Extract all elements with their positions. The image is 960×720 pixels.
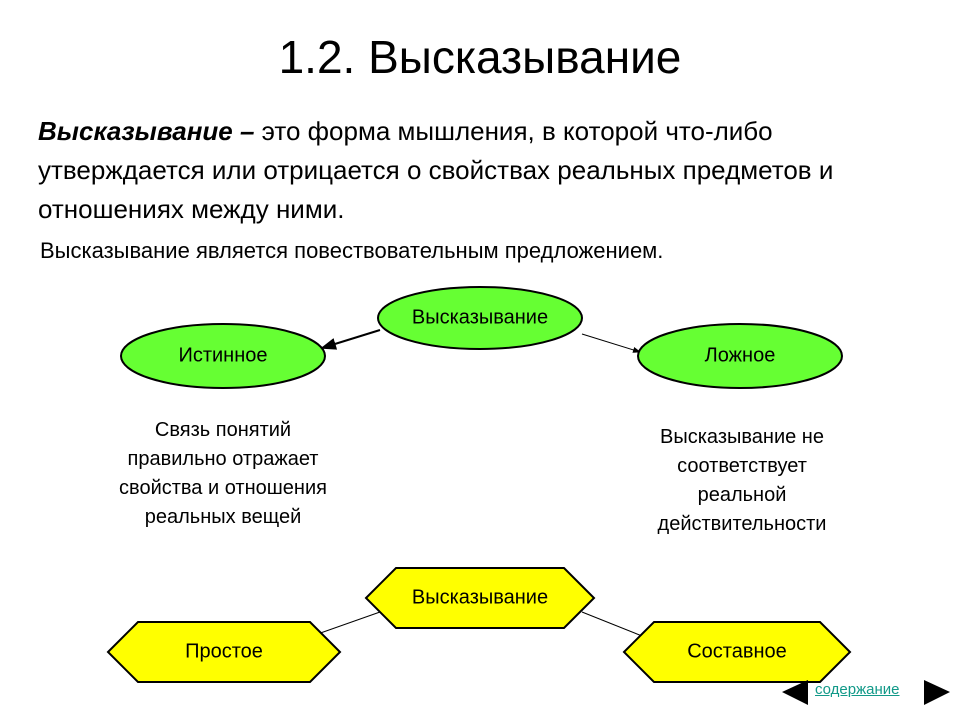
definition-term: Высказывание [38, 116, 233, 146]
desc-line: реальных вещей [144, 506, 302, 528]
note: Высказывание является повествовательным … [40, 238, 664, 263]
arrow-root-to-simple [311, 611, 381, 637]
node-simple-hexagon [106, 621, 342, 683]
node-statement2-label: Высказывание [411, 586, 549, 609]
definition: Высказывание – это форма мышления, в кот… [38, 112, 918, 229]
node-true-label: Истинное [178, 344, 268, 367]
desc-line: соответствует реальной [677, 455, 807, 506]
arrow-left-icon[interactable] [782, 680, 808, 705]
desc-line: Высказывание не [660, 426, 824, 448]
arrow-root-to-true [320, 329, 381, 350]
node-statement-hexagon [364, 567, 596, 629]
arrow-right-icon[interactable] [924, 680, 950, 705]
node-statement-label: Высказывание [411, 306, 549, 329]
definition-text: это форма мышления, в которой что-либо у… [38, 116, 834, 224]
desc-line: правильно отражает [127, 448, 319, 470]
desc-line: действительности [657, 513, 827, 535]
node-compound-hexagon [622, 621, 852, 683]
node-statement-ellipse [377, 286, 583, 350]
false-description: Высказывание не соответствует реальной д… [633, 423, 851, 539]
contents-link[interactable]: содержание [815, 681, 900, 698]
arrow-root-to-false [581, 333, 641, 353]
node-false-label: Ложное [704, 344, 776, 367]
desc-line: свойства и отношения [119, 477, 327, 499]
true-description: Связь понятий правильно отражает свойств… [119, 416, 327, 532]
definition-dash: – [232, 116, 262, 146]
node-false-ellipse [637, 323, 843, 389]
node-simple-label: Простое [185, 640, 263, 663]
desc-line: Связь понятий [154, 419, 292, 441]
node-compound-label: Составное [687, 640, 787, 663]
page-title: 1.2. Высказывание [278, 31, 682, 83]
node-true-ellipse [120, 323, 326, 389]
